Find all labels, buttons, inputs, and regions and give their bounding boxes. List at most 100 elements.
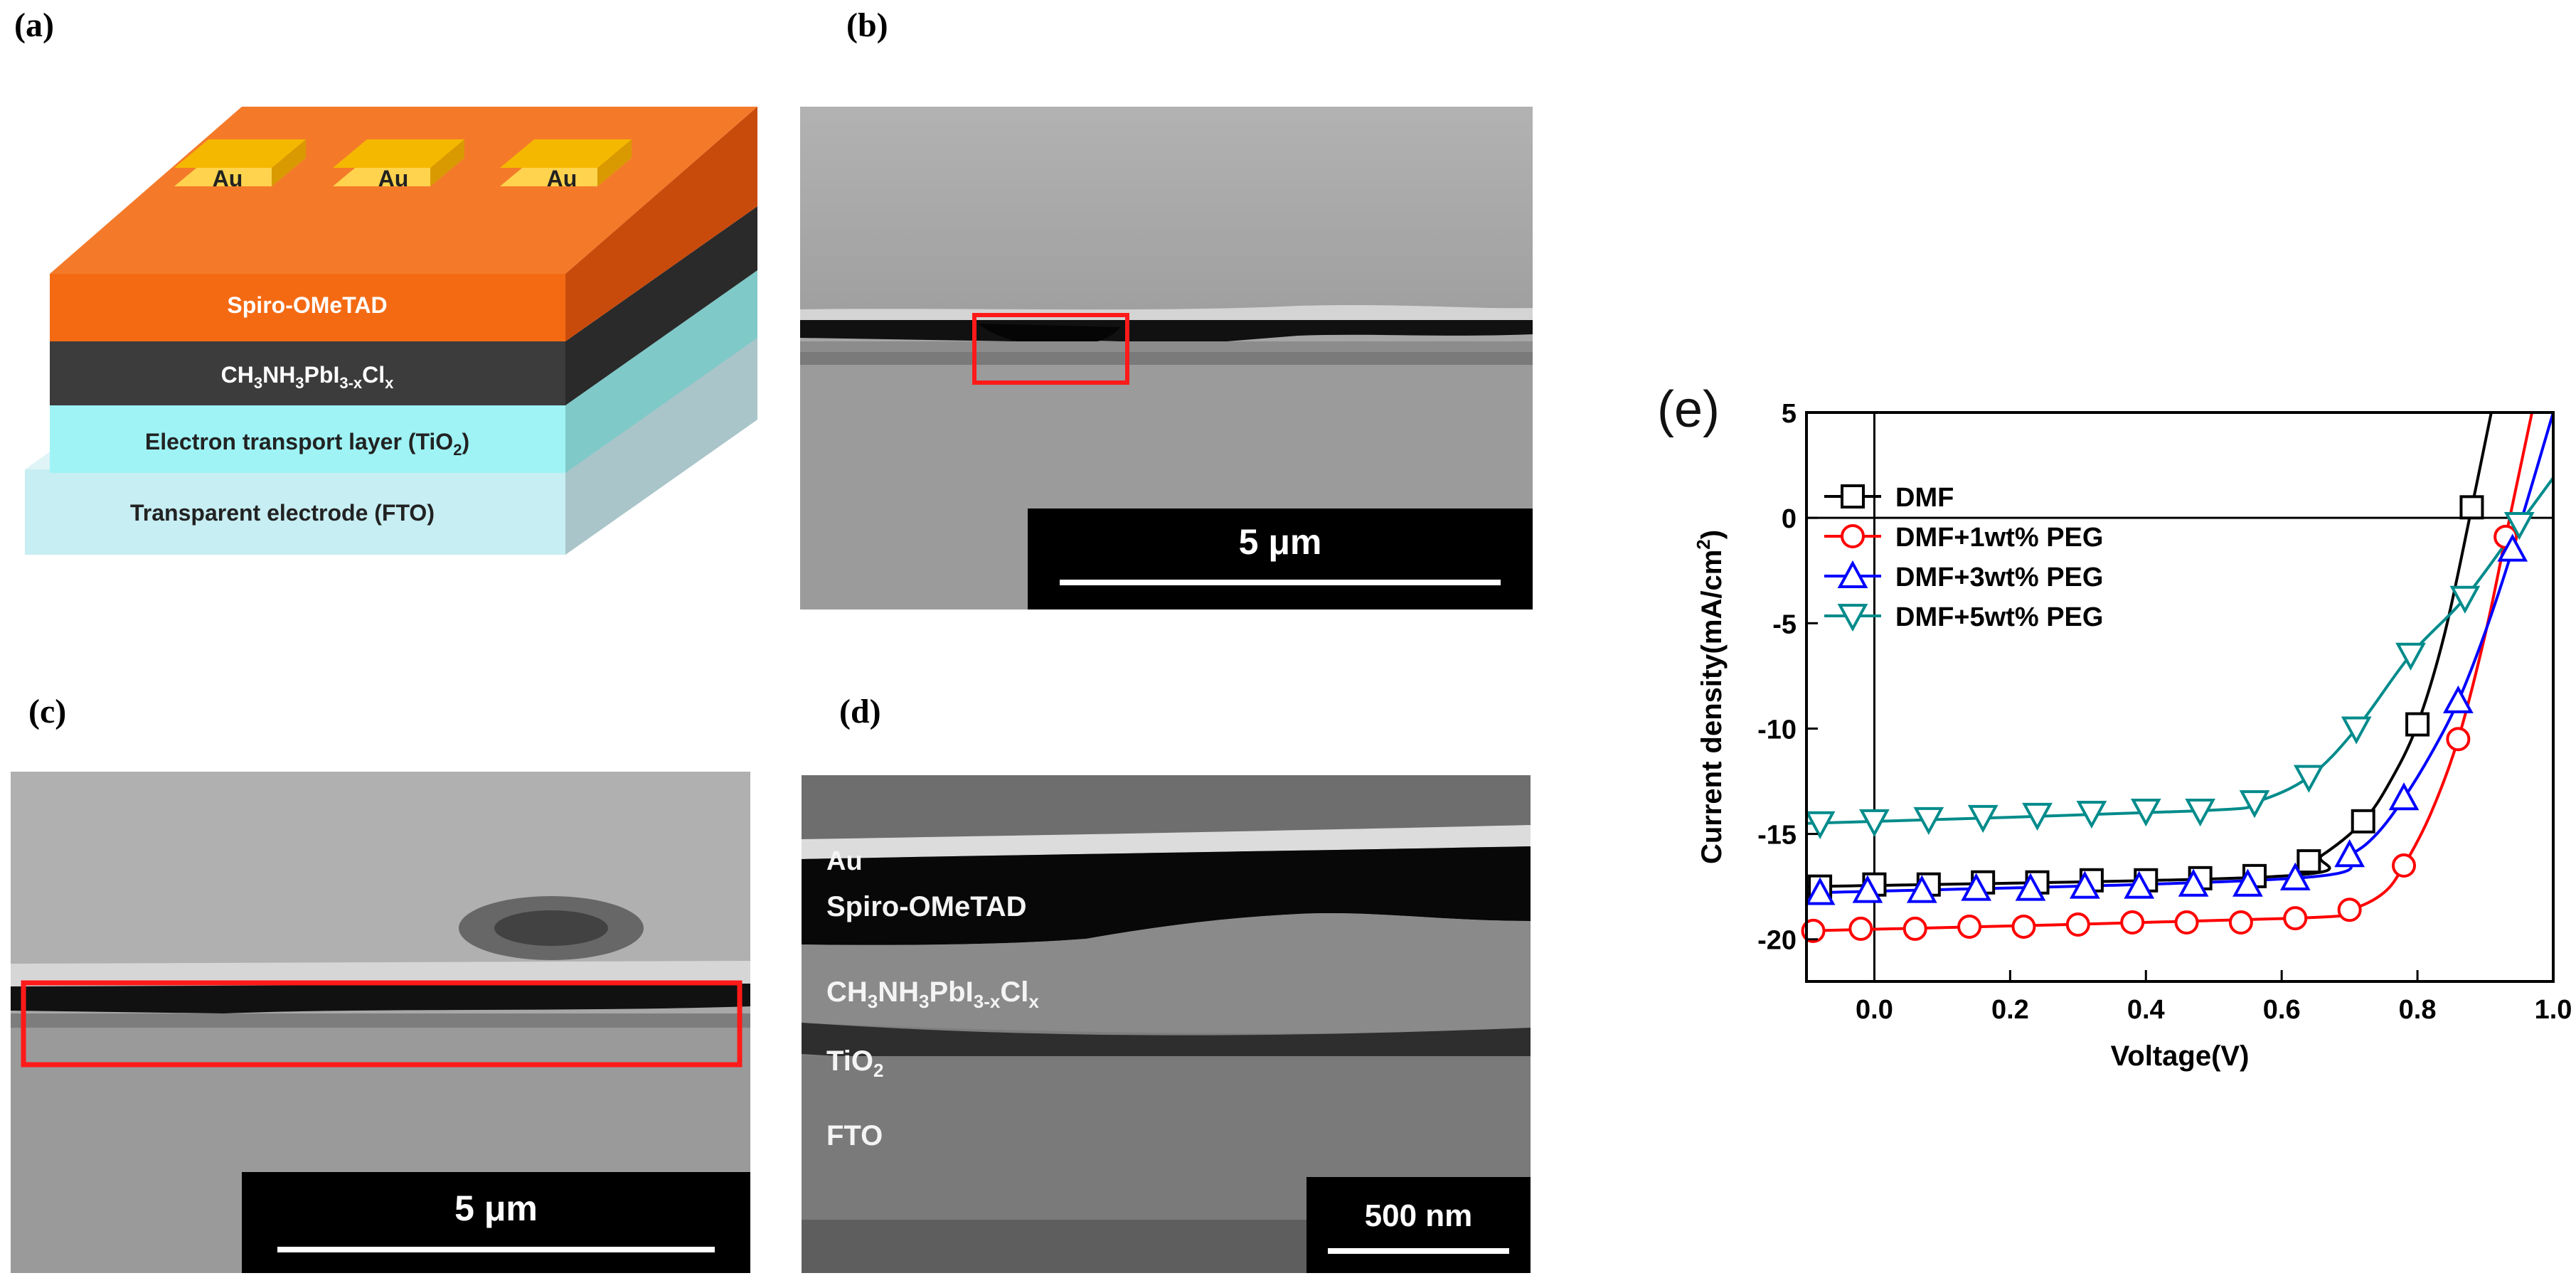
data-point xyxy=(2405,712,2430,737)
scalebar-box-d: 500 nm xyxy=(1306,1177,1531,1273)
data-point xyxy=(2279,862,2311,890)
x-axis-label: Voltage(V) xyxy=(2111,1040,2250,1072)
data-point xyxy=(1837,604,1868,632)
sem-label-tio2: TiO2 xyxy=(826,1045,884,1081)
data-point xyxy=(1957,914,1982,939)
panel-label-a: (a) xyxy=(14,6,54,44)
series-markers xyxy=(1801,495,2535,943)
au-contact-3 xyxy=(500,139,632,186)
perovskite-front xyxy=(50,341,565,405)
au-label-3: Au xyxy=(547,166,578,191)
perovskite-label: CH3NH3PbI3-xClx xyxy=(221,362,395,392)
data-point xyxy=(2228,910,2253,935)
data-point xyxy=(2446,727,2471,752)
sem-label-perovskite: CH3NH3PbI3-xClx xyxy=(826,976,1039,1012)
device-schematic: Au Au Au Spiro-OMeTAD CH3NH3PbI3-xClx El… xyxy=(25,107,757,555)
x-tick-label: 0.8 xyxy=(2399,995,2437,1025)
sem-label-au: Au xyxy=(826,846,863,876)
data-point xyxy=(2497,533,2528,562)
data-point xyxy=(1837,560,1868,588)
y-axis-label: Current density(mA/cm2) xyxy=(1693,530,1728,864)
data-point xyxy=(1961,873,1992,901)
data-point xyxy=(2283,906,2308,931)
data-point xyxy=(2022,802,2053,831)
etl-front xyxy=(50,405,565,473)
scalebar-box-b: 5 μm xyxy=(1028,509,1533,609)
legend: DMF DMF+1wt% PEG DMF+3wt% PEG DMF+5wt% PEG xyxy=(1824,483,2103,632)
data-point xyxy=(2011,914,2036,939)
legend-label-0: DMF xyxy=(1895,483,1954,513)
au-label-1: Au xyxy=(213,166,243,191)
data-point xyxy=(1913,806,1944,836)
data-point xyxy=(2232,868,2263,897)
data-point xyxy=(1906,875,1937,903)
data-point xyxy=(2388,782,2420,811)
series-line-3 xyxy=(1806,477,2553,825)
data-point xyxy=(1841,524,1865,548)
data-point xyxy=(1841,484,1865,509)
data-point xyxy=(2120,910,2145,935)
data-point xyxy=(2503,512,2535,541)
data-point xyxy=(2239,790,2270,819)
data-point xyxy=(2124,871,2155,899)
x-tick-label: 1.0 xyxy=(2535,995,2572,1025)
data-point xyxy=(1859,809,1890,837)
highlight-box-c xyxy=(21,980,743,1068)
sem-label-fto: FTO xyxy=(826,1120,883,1151)
y-tick-label: 5 xyxy=(1782,399,1797,429)
data-point xyxy=(2065,912,2090,937)
data-point xyxy=(2293,765,2324,793)
scalebar-text-b: 5 μm xyxy=(1238,522,1322,562)
data-point xyxy=(2392,853,2416,878)
spiro-label: Spiro-OMeTAD xyxy=(227,292,387,318)
data-point xyxy=(1804,877,1836,905)
sem-image-d: Au Spiro-OMeTAD CH3NH3PbI3-xClx TiO2 FTO… xyxy=(802,775,1531,1273)
data-point xyxy=(1848,916,1873,941)
data-point xyxy=(1967,804,1998,834)
data-point xyxy=(2449,585,2481,614)
data-point xyxy=(2185,799,2216,827)
data-point xyxy=(2334,839,2365,868)
sem-image-c: 5 μm xyxy=(11,772,750,1273)
data-point xyxy=(2130,799,2161,827)
y-tick-label: 0 xyxy=(1782,504,1797,534)
data-point xyxy=(2015,873,2046,901)
x-tick-label: 0.4 xyxy=(2127,995,2165,1025)
legend-label-1: DMF+1wt% PEG xyxy=(1895,523,2103,553)
data-point xyxy=(2337,898,2362,922)
scalebar-line-c xyxy=(277,1247,715,1252)
au-label-2: Au xyxy=(378,166,409,191)
panel-label-c: (c) xyxy=(28,693,67,730)
y-tick-label: -5 xyxy=(1772,609,1797,639)
au-contact-1 xyxy=(174,139,306,186)
data-point xyxy=(2076,800,2107,829)
legend-label-3: DMF+5wt% PEG xyxy=(1895,602,2103,632)
data-point xyxy=(2341,716,2372,745)
etl-side xyxy=(565,270,757,473)
data-point xyxy=(2069,871,2100,899)
data-point xyxy=(2351,809,2375,834)
etl-label: Electron transport layer (TiO2) xyxy=(145,429,469,459)
data-point xyxy=(1902,916,1927,941)
y-tick-label: -10 xyxy=(1757,715,1797,745)
panel-label-d: (d) xyxy=(839,693,881,730)
x-tick-label: 0.6 xyxy=(2263,995,2301,1025)
fto-front xyxy=(25,469,565,555)
x-tick-label: 0.0 xyxy=(1856,995,1893,1025)
panel-label-b: (b) xyxy=(846,6,888,44)
au-contact-2 xyxy=(333,139,464,186)
fto-label: Transparent electrode (FTO) xyxy=(130,500,435,526)
data-point xyxy=(2395,642,2426,671)
y-tick-label: -15 xyxy=(1757,821,1797,851)
data-point xyxy=(1801,918,1826,943)
scalebar-box-c: 5 μm xyxy=(242,1172,750,1273)
y-tick-label: -20 xyxy=(1757,926,1797,956)
data-point xyxy=(2178,868,2209,897)
panel-label-e: (e) xyxy=(1657,381,1720,438)
sem-image-b: 5 μm xyxy=(800,107,1533,609)
data-point xyxy=(1852,875,1883,903)
legend-label-2: DMF+3wt% PEG xyxy=(1895,563,2103,592)
highlight-box-b xyxy=(972,313,1129,385)
